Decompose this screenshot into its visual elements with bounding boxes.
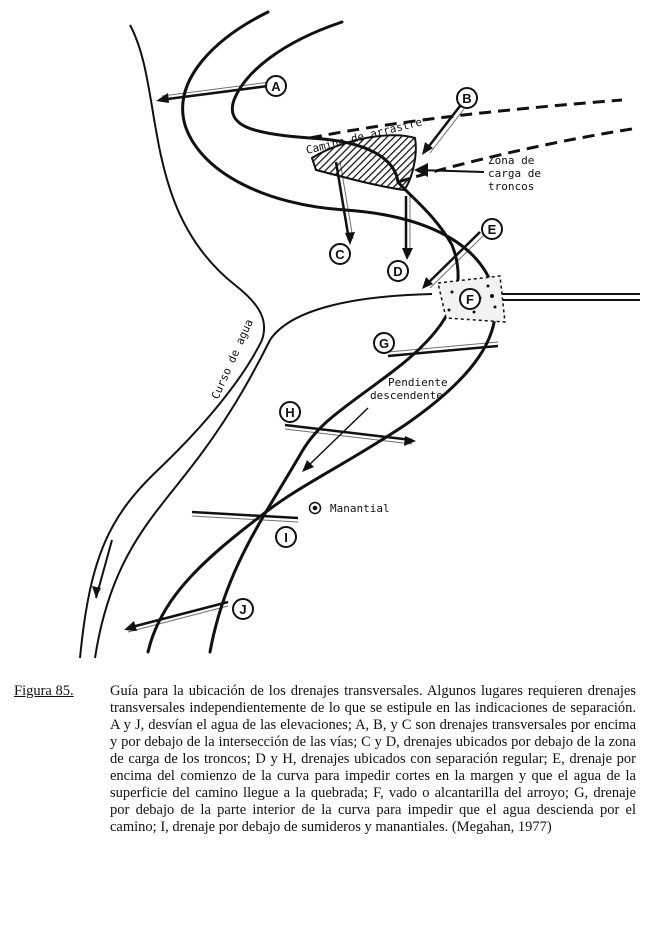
- drain-g: [387, 344, 499, 358]
- marker-d: D: [387, 260, 409, 282]
- landing-pointer-arrowhead: [414, 163, 428, 177]
- svg-text:J: J: [239, 602, 246, 617]
- svg-text:A: A: [271, 79, 281, 94]
- drain-i: [191, 510, 299, 520]
- svg-text:I: I: [284, 530, 288, 545]
- skid-trail-upper: [309, 98, 623, 140]
- road-edge-inner: [208, 20, 460, 654]
- spring-outer: [308, 501, 322, 515]
- svg-text:C: C: [335, 247, 345, 262]
- slope-label-line-2: descendente: [370, 389, 443, 402]
- marker-g: G: [373, 332, 395, 354]
- spring-label: Manantial: [330, 502, 390, 515]
- marker-i: I: [275, 526, 297, 548]
- marker-b: B: [456, 87, 478, 109]
- diagram-svg: A B C D E F G H I J Camino de arrastre Z…: [79, 10, 640, 659]
- marker-f: F: [459, 288, 481, 310]
- marker-e: E: [481, 218, 503, 240]
- marker-c: C: [329, 243, 351, 265]
- drain-a: [159, 84, 269, 102]
- svg-text:G: G: [379, 336, 389, 351]
- downhill-arrowhead: [302, 460, 314, 472]
- caption-text: Guía para la ubicación de los drenajes t…: [110, 683, 636, 835]
- drain-e: [425, 231, 481, 286]
- landing-pointer-line: [417, 169, 485, 173]
- slope-label-line-1: Pendiente: [388, 376, 448, 389]
- drain-j: [127, 600, 229, 630]
- drain-c: [334, 161, 351, 241]
- log-landing-zone: [310, 134, 417, 192]
- marker-h: H: [279, 401, 301, 423]
- svg-text:D: D: [393, 264, 402, 279]
- downhill-arrow-line: [307, 407, 369, 467]
- landing-label-line-3: troncos: [488, 180, 534, 193]
- stream-flow-arrowhead: [92, 586, 101, 598]
- drain-b: [425, 105, 461, 151]
- marker-j: J: [232, 598, 254, 620]
- marker-a: A: [265, 75, 287, 97]
- road-edge-outer: [146, 10, 498, 654]
- caption-label: Figura 85.: [14, 683, 74, 699]
- spring-center: [312, 505, 318, 511]
- svg-text:B: B: [462, 91, 471, 106]
- road-drainage-diagram: A B C D E F G H I J Camino de arrastre Z…: [79, 10, 640, 659]
- svg-text:H: H: [285, 405, 294, 420]
- stream-right-bank: [94, 293, 433, 659]
- drain-h: [284, 423, 413, 442]
- landing-label-line-1: Zona de: [488, 154, 534, 167]
- stream-left-bank: [79, 24, 266, 659]
- svg-text:E: E: [488, 222, 497, 237]
- svg-text:F: F: [466, 292, 474, 307]
- landing-label-line-2: carga de: [488, 167, 541, 180]
